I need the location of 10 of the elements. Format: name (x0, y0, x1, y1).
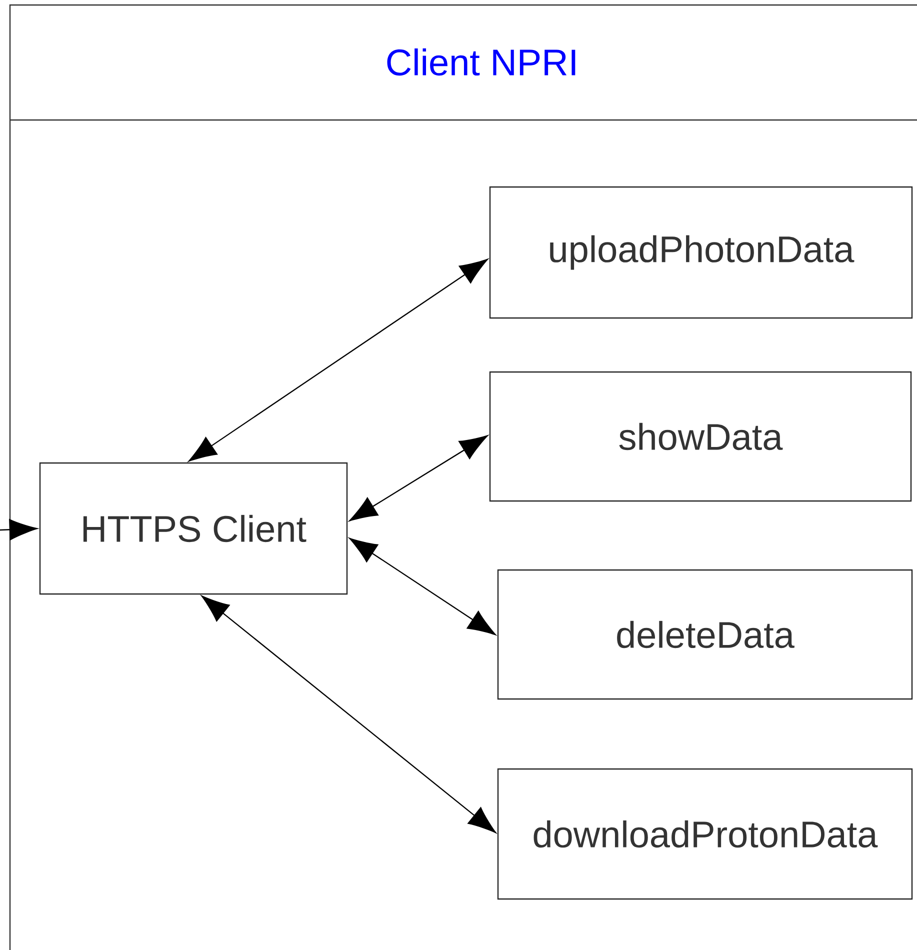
arrow (349, 538, 496, 636)
arrow (188, 258, 488, 462)
process-box: HTTPS Client (39, 462, 348, 595)
arrow (0, 519, 38, 540)
process-box: downloadProtonData (497, 768, 913, 900)
process-box: deleteData (497, 569, 913, 700)
process-box: uploadPhotonData (489, 186, 913, 319)
process-box: showData (489, 371, 912, 502)
arrow (349, 435, 488, 522)
arrow (201, 596, 496, 834)
